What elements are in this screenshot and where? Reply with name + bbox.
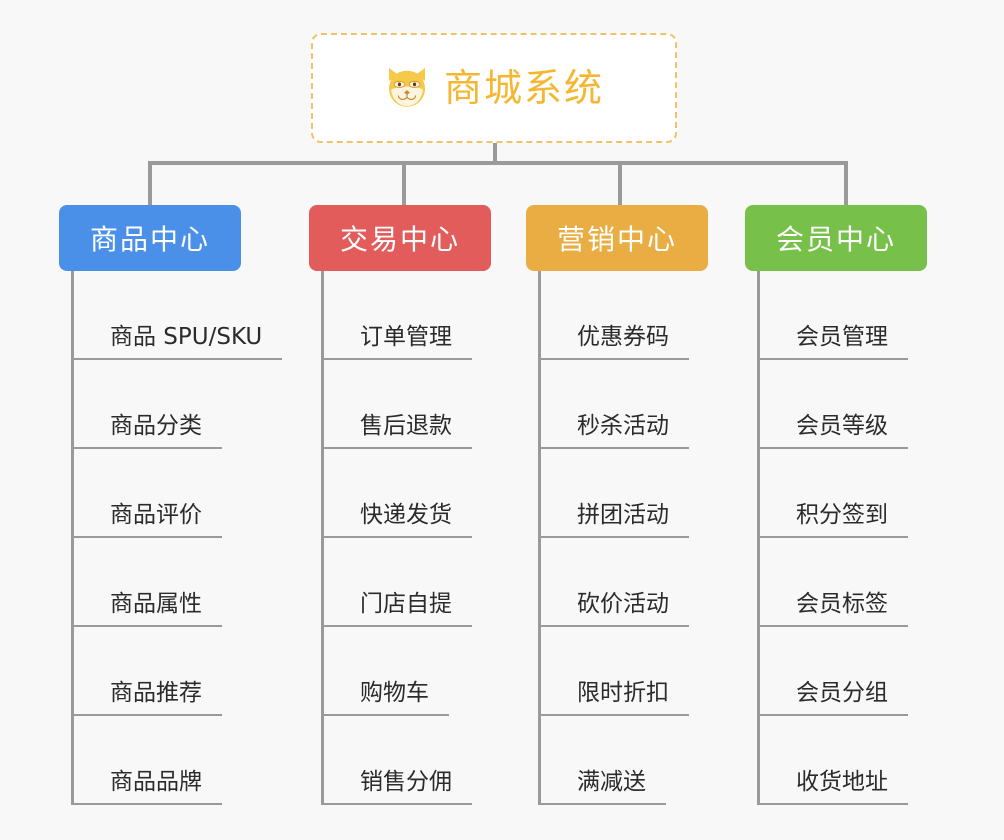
leaf-item-label: 会员分组 [760, 682, 908, 716]
leaf-item[interactable]: 会员等级 [760, 360, 927, 449]
leaf-item-label: 优惠券码 [541, 326, 689, 360]
branch-header-label: 会员中心 [775, 223, 896, 256]
leaf-item-label: 砍价活动 [541, 593, 689, 627]
leaf-item-label: 商品推荐 [74, 682, 222, 716]
branch-header-3[interactable]: 营销中心 [526, 205, 708, 271]
leaf-item-label: 商品评价 [74, 504, 222, 538]
leaf-item-label: 拼团活动 [541, 504, 689, 538]
leaf-item-label: 商品分类 [74, 415, 222, 449]
branch-header-label: 营销中心 [556, 223, 677, 256]
leaf-item-label: 积分签到 [760, 504, 908, 538]
leaf-item[interactable]: 商品推荐 [74, 627, 241, 716]
leaf-item-label: 商品 SPU/SKU [74, 326, 283, 360]
leaf-item-label: 收货地址 [760, 771, 908, 805]
leaf-item-label: 商品品牌 [74, 771, 222, 805]
leaf-item[interactable]: 商品品牌 [74, 716, 241, 805]
leaf-item[interactable]: 商品 SPU/SKU [74, 271, 283, 360]
leaf-item[interactable]: 优惠券码 [541, 271, 708, 360]
branch-header-2[interactable]: 交易中心 [309, 205, 491, 271]
leaf-item[interactable]: 商品分类 [74, 360, 241, 449]
leaf-item[interactable]: 快递发货 [324, 449, 491, 538]
branch-leaf-list-4: 会员管理会员等级积分签到会员标签会员分组收货地址 [757, 271, 927, 805]
leaf-item-label: 购物车 [324, 682, 449, 716]
leaf-item[interactable]: 砍价活动 [541, 538, 708, 627]
leaf-item-label: 秒杀活动 [541, 415, 689, 449]
leaf-item-label: 限时折扣 [541, 682, 689, 716]
shiba-dog-face-icon [389, 67, 425, 107]
branch-leaf-list-3: 优惠券码秒杀活动拼团活动砍价活动限时折扣满减送 [538, 271, 708, 805]
leaf-item[interactable]: 限时折扣 [541, 627, 708, 716]
connector-stem [493, 143, 497, 164]
branch-header-label: 交易中心 [339, 223, 460, 256]
connector-drop-3 [618, 161, 622, 205]
leaf-item[interactable]: 售后退款 [324, 360, 491, 449]
leaf-item[interactable]: 秒杀活动 [541, 360, 708, 449]
leaf-item-label: 满减送 [541, 771, 666, 805]
leaf-item-label: 会员管理 [760, 326, 908, 360]
leaf-item[interactable]: 积分签到 [760, 449, 927, 538]
leaf-item[interactable]: 门店自提 [324, 538, 491, 627]
leaf-item[interactable]: 收货地址 [760, 716, 927, 805]
leaf-item[interactable]: 会员分组 [760, 627, 927, 716]
leaf-item[interactable]: 会员管理 [760, 271, 927, 360]
branch-leaf-list-1: 商品 SPU/SKU 商品分类商品评价商品属性商品推荐商品品牌 [71, 271, 283, 805]
branch-2: 交易中心订单管理售后退款快递发货门店自提购物车销售分佣 [309, 205, 491, 805]
leaf-item-label: 快递发货 [324, 504, 472, 538]
branch-leaf-list-2: 订单管理售后退款快递发货门店自提购物车销售分佣 [321, 271, 491, 805]
leaf-item[interactable]: 销售分佣 [324, 716, 491, 805]
leaf-item-label: 门店自提 [324, 593, 472, 627]
leaf-item-label: 会员等级 [760, 415, 908, 449]
leaf-item-label: 销售分佣 [324, 771, 472, 805]
leaf-item-label: 订单管理 [324, 326, 472, 360]
branch-header-4[interactable]: 会员中心 [745, 205, 927, 271]
connector-drop-2 [402, 161, 406, 205]
leaf-item[interactable]: 会员标签 [760, 538, 927, 627]
leaf-item-label: 会员标签 [760, 593, 908, 627]
leaf-item[interactable]: 商品评价 [74, 449, 241, 538]
branch-header-1[interactable]: 商品中心 [59, 205, 241, 271]
connector-drop-1 [148, 161, 152, 205]
leaf-item-label: 商品属性 [74, 593, 222, 627]
leaf-item[interactable]: 满减送 [541, 716, 708, 805]
branch-4: 会员中心会员管理会员等级积分签到会员标签会员分组收货地址 [745, 205, 927, 805]
leaf-item-label: 售后退款 [324, 415, 472, 449]
branch-header-label: 商品中心 [89, 223, 210, 256]
connector-drop-4 [844, 161, 848, 205]
root-title: 商城系统 [443, 66, 604, 110]
connector-bus [148, 161, 848, 165]
leaf-item[interactable]: 商品属性 [74, 538, 241, 627]
branch-3: 营销中心优惠券码秒杀活动拼团活动砍价活动限时折扣满减送 [526, 205, 708, 805]
leaf-item[interactable]: 订单管理 [324, 271, 491, 360]
root-node[interactable]: 商城系统 [311, 33, 677, 143]
leaf-item[interactable]: 购物车 [324, 627, 491, 716]
branch-1: 商品中心商品 SPU/SKU 商品分类商品评价商品属性商品推荐商品品牌 [59, 205, 283, 805]
leaf-item[interactable]: 拼团活动 [541, 449, 708, 538]
